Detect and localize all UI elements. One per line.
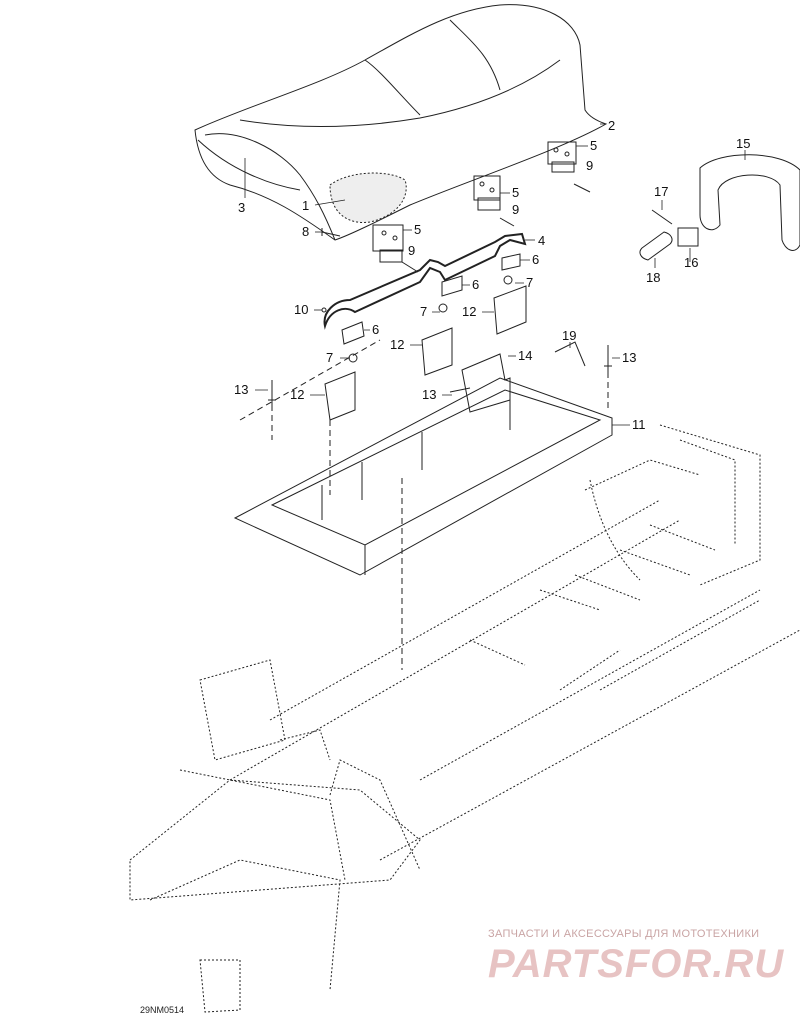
callout-7b[interactable]: 7: [420, 304, 427, 319]
callout-11[interactable]: 11: [632, 417, 646, 432]
callout-12a[interactable]: 12: [290, 387, 304, 402]
push-rivet-13-middle[interactable]: [449, 387, 471, 393]
screw-9-left[interactable]: [401, 261, 419, 273]
callout-7a[interactable]: 7: [326, 350, 333, 365]
watermark-logo: PARTSFOR.RU: [488, 942, 785, 986]
storage-tray[interactable]: [233, 377, 613, 576]
bracket-12-right[interactable]: [493, 285, 527, 335]
callout-4[interactable]: 4: [538, 233, 545, 248]
clip-6-right[interactable]: [501, 253, 521, 271]
bracket-12-middle[interactable]: [421, 327, 453, 376]
callout-1[interactable]: 1: [302, 198, 309, 213]
callout-5a[interactable]: 5: [414, 222, 421, 237]
wire-19[interactable]: [554, 341, 586, 367]
push-rivet-13-left[interactable]: [268, 380, 276, 405]
plate-16[interactable]: [677, 227, 699, 247]
screw-9-middle[interactable]: [499, 217, 515, 227]
callout-6a[interactable]: 6: [372, 322, 379, 337]
watermark-tagline: ЗАПЧАСТИ И АКСЕССУАРЫ ДЛЯ МОТОТЕХНИКИ: [488, 928, 760, 940]
push-rivet-13-right[interactable]: [604, 345, 612, 372]
callout-13a[interactable]: 13: [234, 382, 248, 397]
hinge-left[interactable]: [372, 224, 404, 263]
callout-5c[interactable]: 5: [590, 138, 597, 153]
callout-8[interactable]: 8: [302, 224, 309, 239]
callout-18[interactable]: 18: [646, 270, 660, 285]
callout-17[interactable]: 17: [654, 184, 668, 199]
bracket-12-left[interactable]: [324, 371, 356, 421]
callout-13c[interactable]: 13: [622, 350, 636, 365]
callout-15[interactable]: 15: [736, 136, 750, 151]
rivet-7-middle[interactable]: [438, 303, 448, 313]
callout-9c[interactable]: 9: [586, 158, 593, 173]
callout-13b[interactable]: 13: [422, 387, 436, 402]
seat-assembly[interactable]: [194, 4, 608, 241]
callout-9b[interactable]: 9: [512, 202, 519, 217]
grab-handle[interactable]: [699, 154, 800, 251]
callout-2[interactable]: 2: [608, 118, 615, 133]
leader-lines: [244, 123, 746, 426]
alignment-lines: [239, 339, 609, 670]
callout-6b[interactable]: 6: [472, 277, 479, 292]
callout-16[interactable]: 16: [684, 255, 698, 270]
callout-14[interactable]: 14: [518, 348, 532, 363]
latch-rod[interactable]: [323, 232, 527, 330]
rivet-7-right[interactable]: [503, 275, 513, 285]
callout-7c[interactable]: 7: [526, 275, 533, 290]
band-18[interactable]: [639, 231, 673, 261]
screw-9-right[interactable]: [573, 183, 591, 193]
clip-6-middle[interactable]: [441, 275, 463, 297]
callout-6c[interactable]: 6: [532, 252, 539, 267]
callout-12c[interactable]: 12: [462, 304, 476, 319]
hinge-right[interactable]: [547, 141, 577, 173]
screw-17[interactable]: [651, 209, 673, 225]
diagram-code: 29NM0514: [140, 1005, 185, 1015]
chassis-tunnel: [129, 424, 800, 1013]
callout-12b[interactable]: 12: [390, 337, 404, 352]
callout-3[interactable]: 3: [238, 200, 245, 215]
callout-5b[interactable]: 5: [512, 185, 519, 200]
bracket-14[interactable]: [461, 353, 511, 413]
callout-9a[interactable]: 9: [408, 243, 415, 258]
hinge-middle[interactable]: [473, 175, 501, 211]
callout-19[interactable]: 19: [562, 328, 576, 343]
clip-6-left[interactable]: [341, 321, 365, 345]
callout-10[interactable]: 10: [294, 302, 308, 317]
pin-10[interactable]: [321, 307, 327, 313]
